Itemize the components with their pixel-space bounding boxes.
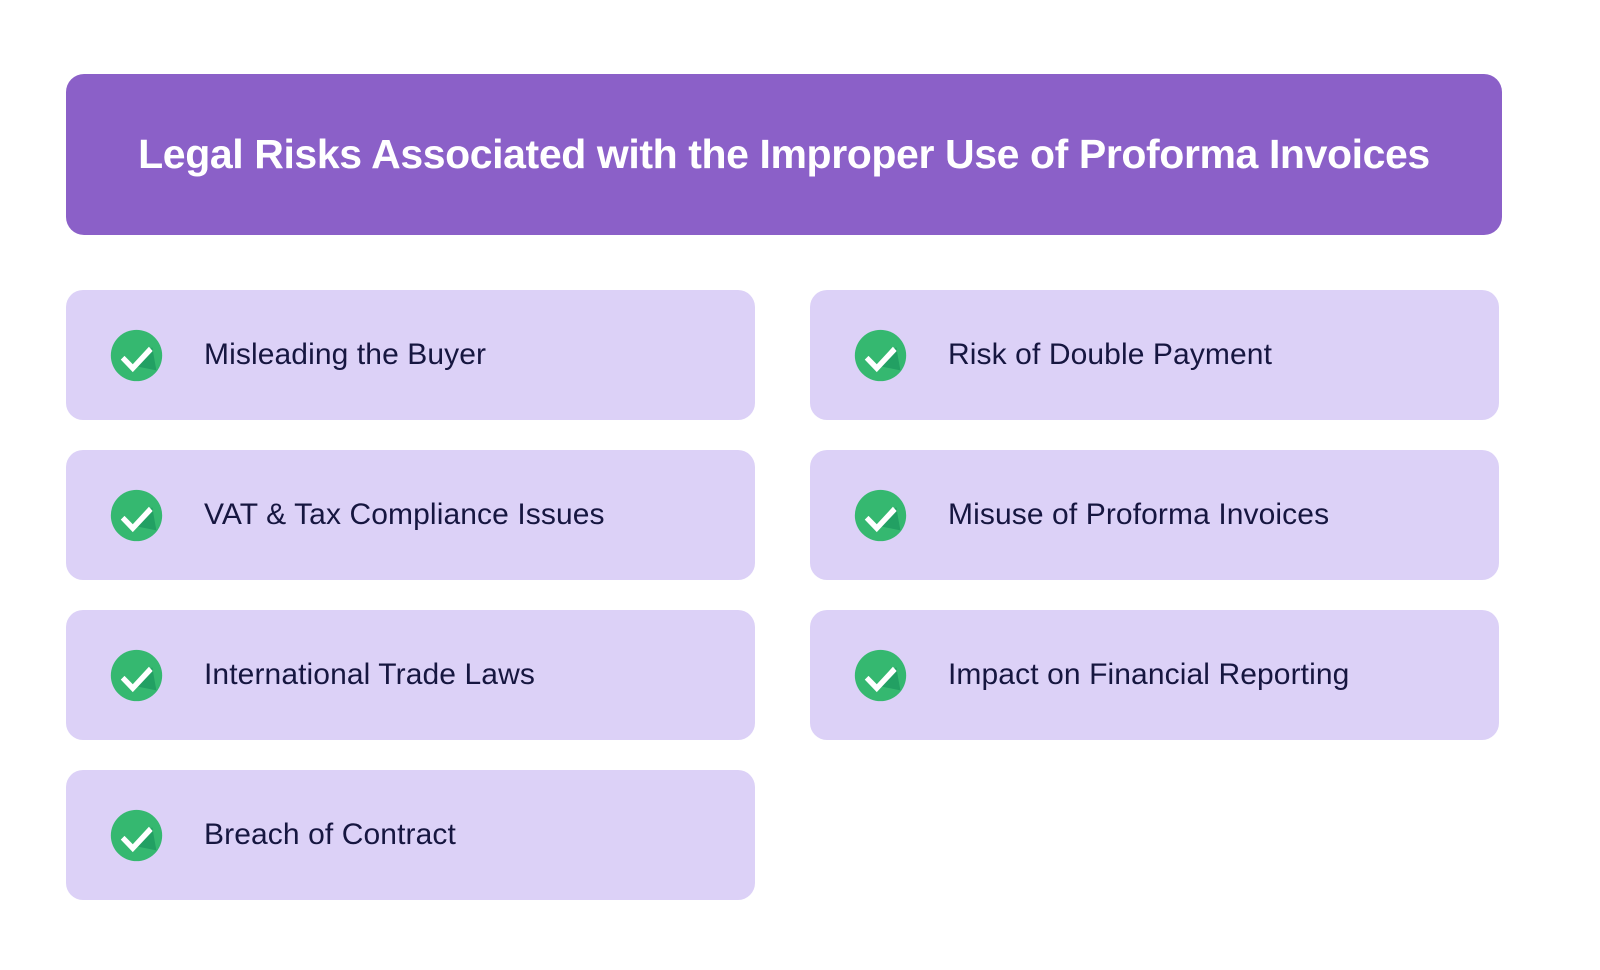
check-circle-icon — [110, 809, 163, 861]
list-item-label: Misleading the Buyer — [204, 338, 487, 371]
list-item-label: International Trade Laws — [204, 658, 535, 691]
list-item-label: Misuse of Proforma Invoices — [948, 498, 1330, 531]
list-item[interactable]: Risk of Double Payment — [810, 290, 1499, 420]
list-item[interactable]: International Trade Laws — [66, 610, 755, 740]
list-item[interactable]: Misuse of Proforma Invoices — [810, 450, 1499, 580]
check-circle-icon — [854, 489, 907, 541]
list-item[interactable]: VAT & Tax Compliance Issues — [66, 450, 755, 580]
list-item-label: Breach of Contract — [204, 818, 456, 851]
list-item-label: VAT & Tax Compliance Issues — [204, 498, 605, 531]
list-item[interactable]: Impact on Financial Reporting — [810, 610, 1499, 740]
list-item-label: Risk of Double Payment — [948, 338, 1273, 371]
list-item-label: Impact on Financial Reporting — [948, 658, 1350, 691]
page-title: Legal Risks Associated with the Improper… — [138, 130, 1430, 177]
risk-items-grid: Misleading the Buyer Risk of Double Paym… — [66, 290, 1502, 900]
check-circle-icon — [110, 649, 163, 701]
grid-empty-cell — [810, 770, 1499, 900]
check-circle-icon — [854, 649, 907, 701]
check-circle-icon — [110, 489, 163, 541]
check-circle-icon — [110, 329, 163, 381]
list-item[interactable]: Misleading the Buyer — [66, 290, 755, 420]
header-banner: Legal Risks Associated with the Improper… — [66, 74, 1502, 235]
check-circle-icon — [854, 329, 907, 381]
list-item[interactable]: Breach of Contract — [66, 770, 755, 900]
